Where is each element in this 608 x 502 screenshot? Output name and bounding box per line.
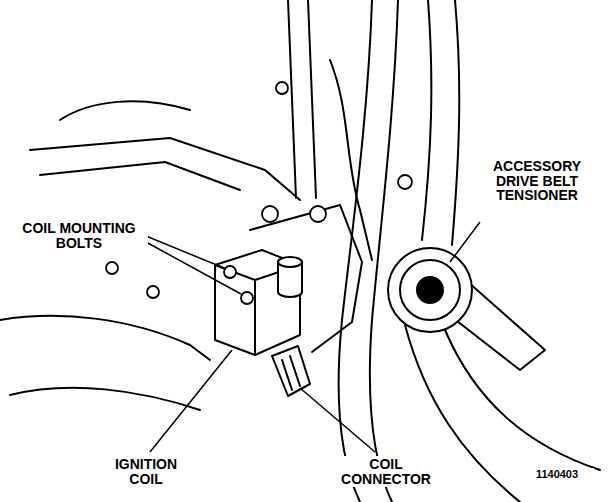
- bolt-head: [106, 262, 118, 274]
- drive-belt: [452, 0, 459, 245]
- bolts: [106, 82, 412, 304]
- bolt-head: [262, 206, 278, 222]
- engine-block: [10, 388, 200, 410]
- engine-block: [0, 316, 210, 360]
- drive-belt: [370, 0, 398, 502]
- connector-pins: [282, 356, 300, 390]
- bolt-head: [241, 292, 253, 304]
- tensioner-hub: [417, 277, 443, 303]
- part-label: COIL CONNECTOR: [326, 456, 446, 487]
- bolt-head: [147, 286, 159, 298]
- coil-tower: [278, 257, 302, 267]
- leader-line: [300, 388, 375, 452]
- part-label: ACCESSORY DRIVE BELT TENSIONER: [476, 158, 598, 204]
- tensioner-pulley: [400, 260, 460, 320]
- tube: [288, 0, 296, 198]
- leader-line: [450, 222, 480, 262]
- engine-block: [60, 101, 190, 120]
- leader-line: [150, 350, 232, 452]
- bolt-head: [310, 206, 326, 222]
- bracket-arm: [30, 138, 300, 200]
- leader-line: [146, 242, 241, 294]
- bracket-arm: [40, 162, 240, 190]
- figure-number: 1140403: [520, 468, 594, 482]
- leader-lines: [146, 222, 480, 452]
- drive-belt: [422, 0, 431, 240]
- drive-belt: [339, 0, 372, 502]
- bolt-head: [398, 175, 412, 189]
- tensioner-pulley: [388, 248, 472, 332]
- part-label: COIL MOUNTING BOLTS: [10, 220, 148, 251]
- bolt-head: [224, 266, 236, 278]
- tube: [308, 0, 316, 198]
- part-label: IGNITION COIL: [96, 456, 196, 487]
- connector-shell: [272, 346, 310, 396]
- bolt-head: [276, 82, 288, 94]
